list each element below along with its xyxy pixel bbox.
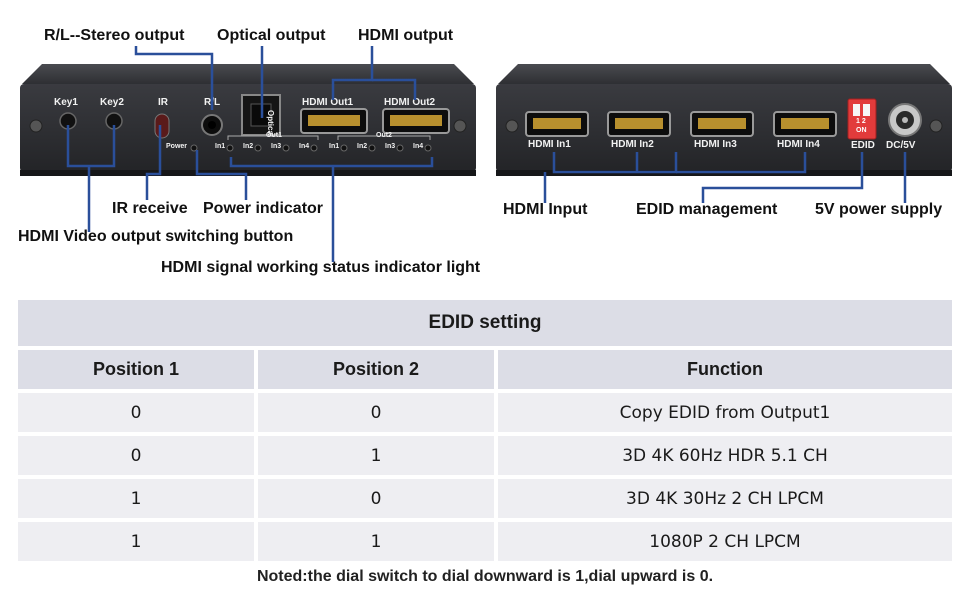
dip-numbers-label: 1 2	[856, 118, 866, 125]
status-light-label: HDMI signal working status indicator lig…	[161, 259, 481, 276]
header-function: Function	[496, 348, 954, 391]
dip-on-label: ON	[856, 127, 867, 134]
cell-function: Copy EDID from Output1	[496, 391, 954, 434]
hdmi-out1-label: HDMI Out1	[302, 97, 354, 108]
led-label: In1	[215, 143, 226, 150]
power-indicator-label: Power indicator	[203, 200, 324, 217]
ir-receive-label: IR receive	[112, 200, 188, 217]
front-panel-device	[20, 64, 476, 176]
led-label: In3	[385, 143, 396, 150]
edid-management-label: EDID management	[636, 201, 778, 218]
edid-setting-table: EDID setting Position 1 Position 2 Funct…	[16, 298, 954, 563]
led-label: In2	[357, 143, 368, 150]
out2-group-label: Out2	[376, 132, 392, 139]
dial-switch-note: Noted:the dial switch to dial downward i…	[256, 568, 714, 585]
power-supply-label: 5V power supply	[815, 201, 943, 218]
switching-button-label: HDMI Video output switching button	[18, 228, 294, 245]
key2-label: Key2	[100, 97, 124, 108]
cell-position-2: 0	[256, 391, 496, 434]
cell-position-1: 0	[16, 391, 256, 434]
led-label: In3	[271, 143, 282, 150]
cell-position-1: 1	[16, 520, 256, 563]
hdmi-out2-label: HDMI Out2	[384, 97, 436, 108]
led-label: In1	[329, 143, 340, 150]
rl-label: R/L	[204, 97, 221, 108]
table-row: 0 1 3D 4K 60Hz HDR 5.1 CH	[16, 434, 954, 477]
edid-label: EDID	[851, 140, 875, 151]
header-position-2: Position 2	[256, 348, 496, 391]
led-label: In4	[299, 143, 310, 150]
edid-table-title: EDID setting	[16, 298, 954, 348]
hdmi-in2-label: HDMI In2	[611, 139, 654, 150]
hdmi-in1-label: HDMI In1	[528, 139, 571, 150]
stereo-output-label: R/L--Stereo output	[44, 27, 185, 44]
key1-label: Key1	[54, 97, 78, 108]
table-row: 1 0 3D 4K 30Hz 2 CH LPCM	[16, 477, 954, 520]
out1-group-label: Out1	[266, 132, 282, 139]
hdmi-output-label: HDMI output	[358, 27, 454, 44]
hdmi-in4-label: HDMI In4	[777, 139, 820, 150]
cell-position-2: 1	[256, 520, 496, 563]
led-label: In4	[413, 143, 424, 150]
back-panel-device	[496, 64, 952, 176]
dc-label: DC/5V	[886, 140, 916, 151]
optical-output-label: Optical output	[217, 27, 326, 44]
header-position-1: Position 1	[16, 348, 256, 391]
hdmi-in3-label: HDMI In3	[694, 139, 737, 150]
ir-label: IR	[158, 97, 168, 108]
cell-function: 3D 4K 30Hz 2 CH LPCM	[496, 477, 954, 520]
hdmi-input-label: HDMI Input	[503, 201, 588, 218]
cell-position-1: 1	[16, 477, 256, 520]
cell-position-2: 1	[256, 434, 496, 477]
table-row: 1 1 1080P 2 CH LPCM	[16, 520, 954, 563]
cell-function: 3D 4K 60Hz HDR 5.1 CH	[496, 434, 954, 477]
cell-position-1: 0	[16, 434, 256, 477]
table-row: 0 0 Copy EDID from Output1	[16, 391, 954, 434]
power-led-label: Power	[166, 143, 188, 150]
led-label: In2	[243, 143, 254, 150]
cell-position-2: 0	[256, 477, 496, 520]
cell-function: 1080P 2 CH LPCM	[496, 520, 954, 563]
table-header-row: Position 1 Position 2 Function	[16, 348, 954, 391]
